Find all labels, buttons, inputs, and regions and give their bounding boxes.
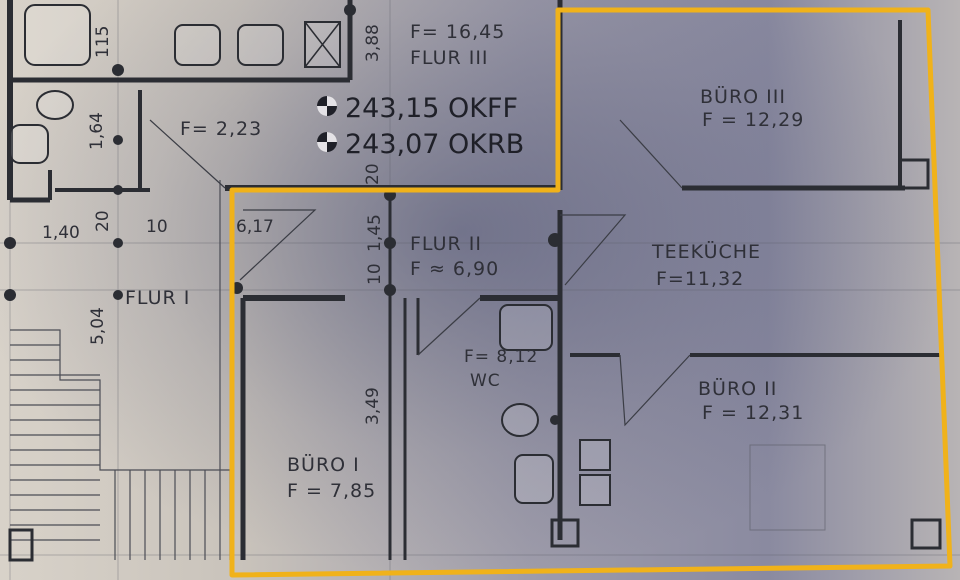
pillars bbox=[8, 158, 942, 562]
cabinet bbox=[579, 439, 611, 471]
desk bbox=[749, 444, 826, 531]
sink bbox=[237, 24, 284, 66]
column-nodes bbox=[4, 4, 562, 425]
room-buero1-name: BÜRO I bbox=[287, 453, 360, 476]
staircase bbox=[10, 180, 231, 560]
room-flur1-name: FLUR I bbox=[125, 287, 190, 309]
elevation-marker-okrb: 243,07 OKRB bbox=[317, 129, 524, 160]
toilet bbox=[36, 90, 74, 120]
toilet bbox=[514, 454, 554, 504]
room-buero1-area: F = 7,85 bbox=[287, 480, 376, 502]
elevation-okff: 243,15 OKFF bbox=[345, 93, 518, 124]
dimension-label: 6,17 bbox=[236, 217, 274, 237]
room-flur3-area: F= 16,45 bbox=[410, 21, 505, 43]
door-swings bbox=[149, 119, 691, 427]
room-buero2-area: F = 12,31 bbox=[702, 402, 804, 424]
sink bbox=[174, 24, 221, 66]
room-wc-name: WC bbox=[470, 371, 501, 391]
elevation-marker-okff: 243,15 OKFF bbox=[317, 93, 518, 124]
room-flur2-name: FLUR II bbox=[410, 233, 482, 255]
sink bbox=[499, 304, 553, 351]
room-teekueche-name: TEEKÜCHE bbox=[651, 240, 761, 263]
dimension-label: 10 bbox=[146, 217, 168, 237]
toilet bbox=[9, 124, 49, 164]
elevation-okrb: 243,07 OKRB bbox=[345, 129, 524, 160]
dimension-label: 20 bbox=[93, 210, 113, 232]
dimension-label: 10 bbox=[365, 263, 385, 285]
dimension-label: 1,64 bbox=[87, 112, 107, 150]
cabinet bbox=[579, 474, 611, 506]
room-flur3-name: FLUR III bbox=[410, 47, 489, 69]
walls bbox=[7, 0, 940, 560]
toilet bbox=[501, 403, 539, 437]
dimension-label: 1,40 bbox=[42, 223, 80, 243]
dimension-label: 115 bbox=[93, 26, 113, 58]
room-flur2-area: F ≈ 6,90 bbox=[410, 258, 499, 280]
dimension-label: 3,49 bbox=[363, 387, 383, 425]
sanitary-fixtures bbox=[9, 4, 826, 531]
room-buero3-name: BÜRO III bbox=[700, 85, 786, 108]
bathtub bbox=[24, 4, 91, 66]
dimension-label: 3,88 bbox=[363, 24, 383, 62]
dimension-label: 5,04 bbox=[88, 307, 108, 345]
dimension-label: 1,45 bbox=[365, 214, 385, 252]
room-flur-small-area: F= 2,23 bbox=[180, 118, 262, 140]
room-buero3-area: F = 12,29 bbox=[702, 109, 804, 131]
selection-outline bbox=[229, 7, 953, 578]
room-wc-area: F= 8,12 bbox=[464, 347, 538, 367]
room-buero2-name: BÜRO II bbox=[698, 377, 777, 400]
dimension-label: 20 bbox=[363, 163, 383, 185]
room-teekueche-area: F=11,32 bbox=[656, 268, 744, 290]
